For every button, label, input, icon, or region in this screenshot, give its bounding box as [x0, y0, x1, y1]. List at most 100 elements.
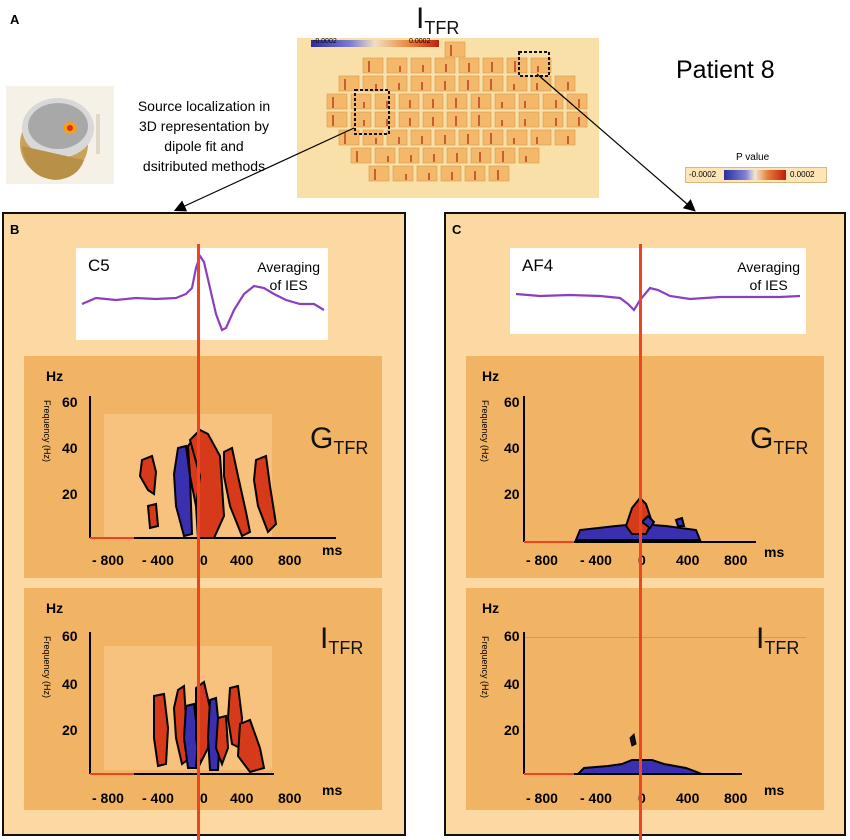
- panel-b-itfr-xtick-400: 400: [230, 790, 254, 806]
- source-text-line-2: 3D representation by: [139, 118, 269, 134]
- topo-electrode-cell: [434, 57, 456, 74]
- panel-c-gtfr-ytick-40: 40: [504, 440, 520, 456]
- panel-b-itfr-y-name: Frequency (Hz): [42, 636, 52, 699]
- topo-electrode-cell: [482, 57, 504, 74]
- topo-electrode-cell: [398, 147, 420, 164]
- topographic-map: -0.0002 0.0002: [297, 38, 599, 198]
- panel-b-gtfr-x-unit: ms: [322, 542, 343, 558]
- topo-electrode-cell: [338, 75, 360, 92]
- panel-c-itfr-label: ITFR: [756, 622, 800, 658]
- panel-c-itfr-ytick-60: 60: [504, 628, 520, 644]
- topo-electrode-cell: [362, 129, 384, 146]
- panel-a-title-main: I: [416, 2, 425, 35]
- panel-b-gtfr-ytick-60: 60: [62, 394, 78, 410]
- panel-c-gtfr-xtick-400: 400: [676, 552, 700, 568]
- pvalue-colorbar: -0.0002 0.0002: [685, 167, 827, 183]
- panel-c-averaging-line-2: of IES: [749, 277, 788, 293]
- panel-c-ies-waveform: [515, 286, 801, 312]
- pvalue-left-value: -0.0002: [689, 170, 717, 179]
- panel-c-gtfr-ytick-60: 60: [504, 394, 520, 410]
- topo-electrode-cell: [392, 165, 414, 182]
- topo-electrode-cell: [444, 41, 466, 58]
- panel-c-gtfr-xtick-800: 800: [724, 552, 748, 568]
- panel-c-gtfr-xtick-m800: - 800: [526, 552, 558, 568]
- panel-c-itfr-y-unit: Hz: [482, 600, 500, 616]
- topo-electrode-cell: [470, 93, 492, 110]
- arrow-to-panel-b: [173, 127, 355, 212]
- topo-electrode-cell: [458, 75, 480, 92]
- panel-b-itfr-y-unit: Hz: [46, 600, 64, 616]
- panel-b-time-zero-line: [197, 244, 200, 840]
- source-localization-text: Source localization in 3D representation…: [116, 96, 292, 176]
- panel-c-averaging-label: Averaging of IES: [737, 258, 800, 294]
- topo-electrode-cell: [482, 129, 504, 146]
- source-text-line-3: dipole fit and: [164, 138, 244, 154]
- panel-c-itfr-y-name: Frequency (Hz): [480, 636, 490, 699]
- panel-a-letter: A: [10, 12, 20, 27]
- panel-b-itfr-ytick-40: 40: [62, 676, 78, 692]
- panel-b-itfr-x-unit: ms: [322, 782, 343, 798]
- panel-c-gtfr-y-unit: Hz: [482, 368, 500, 384]
- topo-electrode-cell: [410, 129, 432, 146]
- panel-c-letter: C: [452, 222, 462, 237]
- panel-c-itfr-60hz-line: [524, 637, 806, 638]
- topo-electrode-cell: [494, 111, 516, 128]
- topo-electrode-cell: [398, 93, 420, 110]
- panel-c-time-zero-line: [639, 244, 642, 840]
- topo-electrode-cell: [446, 111, 468, 128]
- topo-electrode-cell: [506, 57, 528, 74]
- pvalue-gradient: [724, 170, 786, 180]
- topo-electrode-cell: [566, 111, 588, 128]
- topo-scale-right: 0.0002: [409, 38, 431, 45]
- panel-b-itfr-ytick-60: 60: [62, 628, 78, 644]
- panel-b-itfr-xtick-0: 0: [200, 790, 208, 806]
- panel-b-itfr-xtick-m800: - 800: [92, 790, 124, 806]
- panel-c-itfr-xtick-800: 800: [724, 790, 748, 806]
- topo-electrode-cell: [416, 165, 438, 182]
- panel-c-itfr-x-unit: ms: [764, 782, 785, 798]
- topo-electrode-cell: [470, 111, 492, 128]
- panel-c-gtfr-plot: GTFR: [466, 356, 824, 578]
- topo-electrode-cell: [350, 147, 372, 164]
- topo-electrode-cell: [368, 165, 390, 182]
- topo-electrode-cell: [518, 93, 540, 110]
- source-text-line-1: Source localization in: [137, 98, 271, 114]
- topo-electrode-cell: [542, 111, 564, 128]
- panel-b-gtfr-y-name: Frequency (Hz): [42, 400, 52, 463]
- topo-electrode-cell: [488, 165, 510, 182]
- topo-electrode-cell: [506, 75, 528, 92]
- pvalue-right-value: 0.0002: [790, 170, 815, 179]
- panel-b-letter: B: [10, 222, 20, 237]
- panel-b-gtfr-xtick-m400: - 400: [142, 552, 174, 568]
- topo-electrode-cell: [440, 165, 462, 182]
- panel-b-itfr-blobs: [89, 632, 274, 775]
- panel-a-title: ITFR: [416, 2, 459, 39]
- topo-electrode-cell: [518, 111, 540, 128]
- topo-scale-left: -0.0002: [313, 38, 337, 45]
- panel-b-electrode-label: C5: [88, 256, 110, 275]
- panel-b-gtfr-ytick-20: 20: [62, 486, 78, 502]
- topo-electrode-cell: [326, 111, 348, 128]
- topo-electrode-cell: [398, 111, 420, 128]
- topo-electrode-cell: [494, 93, 516, 110]
- topo-electrode-cell: [530, 57, 552, 74]
- panel-b-gtfr-xtick-800: 800: [278, 552, 302, 568]
- topo-electrode-cell: [410, 57, 432, 74]
- topo-electrode-cell: [542, 93, 564, 110]
- topo-electrode-cell: [326, 93, 348, 110]
- panel-b-ies-waveform: [81, 253, 325, 332]
- topo-electrode-cell: [362, 57, 384, 74]
- panel-c-gtfr-x-unit: ms: [764, 544, 785, 560]
- topo-highlight-c5: [354, 89, 390, 135]
- topo-highlight-af4: [518, 51, 550, 77]
- panel-b-itfr-ytick-20: 20: [62, 722, 78, 738]
- head-3d-illustration: [6, 86, 114, 184]
- panel-b-itfr-label: ITFR: [320, 622, 364, 658]
- panel-c-itfr-xtick-400: 400: [676, 790, 700, 806]
- topo-electrode-cell: [374, 147, 396, 164]
- panel-b-itfr-xtick-m400: - 400: [142, 790, 174, 806]
- topo-electrode-cell: [530, 129, 552, 146]
- panel-c-itfr-blobs: [523, 632, 742, 775]
- panel-b-gtfr-plot: GTFR: [24, 356, 382, 578]
